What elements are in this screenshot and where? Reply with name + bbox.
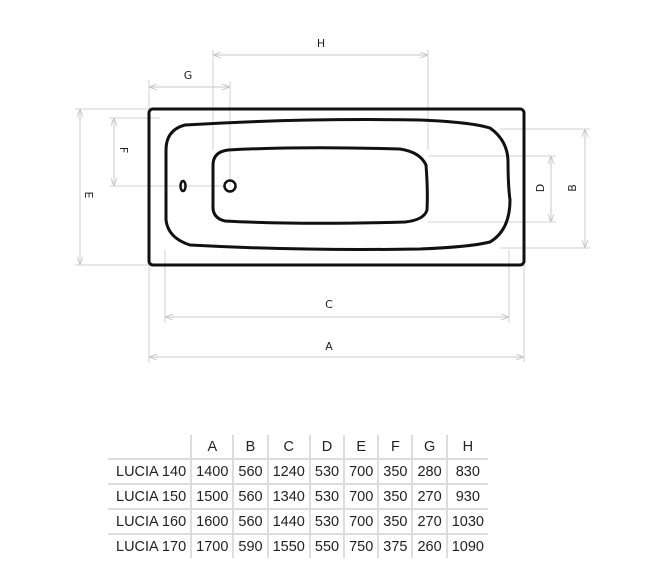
- header-cell: [108, 435, 192, 460]
- tub-outer-rim: [147, 107, 526, 267]
- table-cell: 530: [308, 484, 345, 510]
- table-cell: 530: [308, 459, 345, 485]
- label-b: B: [566, 184, 579, 192]
- model-name: LUCIA 160: [108, 509, 192, 535]
- table-cell: 350: [377, 509, 413, 535]
- table-cell: 700: [343, 484, 379, 510]
- model-name: LUCIA 140: [108, 459, 192, 485]
- extension-lines: [75, 50, 590, 362]
- table-row: LUCIA 150 1500 560 1340 530 700 350 270 …: [108, 484, 488, 510]
- table-cell: 280: [411, 459, 447, 485]
- table-cell: 560: [232, 509, 268, 535]
- table-cell: 270: [411, 509, 447, 535]
- header-cell: F: [377, 435, 413, 460]
- table-cell: 930: [445, 484, 488, 510]
- tub-basin: [211, 146, 429, 225]
- drain-hole: [223, 179, 237, 193]
- table-cell: 830: [445, 459, 488, 485]
- header-cell: C: [266, 435, 310, 460]
- table-row: LUCIA 160 1600 560 1440 530 700 350 270 …: [108, 509, 488, 535]
- table-header-row: A B C D E F G H: [108, 435, 488, 460]
- table-cell: 375: [377, 534, 413, 558]
- label-f: F: [117, 147, 130, 153]
- label-c: C: [325, 298, 333, 311]
- table-cell: 1340: [266, 484, 310, 510]
- table-cell: 530: [308, 509, 345, 535]
- table-cell: 1440: [266, 509, 310, 535]
- table-cell: 1550: [266, 534, 310, 558]
- table-cell: 590: [232, 534, 268, 558]
- table-cell: 1240: [266, 459, 310, 485]
- table-cell: 700: [343, 459, 379, 485]
- table-cell: 560: [232, 459, 268, 485]
- table-cell: 550: [308, 534, 345, 558]
- label-e: E: [82, 192, 95, 199]
- model-name: LUCIA 150: [108, 484, 192, 510]
- label-d: D: [534, 184, 547, 192]
- table-cell: 700: [343, 509, 379, 535]
- model-name: LUCIA 170: [116, 538, 187, 555]
- table-cell: 350: [377, 484, 413, 510]
- header-cell: D: [308, 435, 345, 460]
- table-cell: 560: [232, 484, 268, 510]
- bathtub-drawing: H G E F D B C A: [75, 37, 590, 362]
- header-cell: H: [445, 435, 488, 460]
- table-row: LUCIA 140 1400 560 1240 530 700 350 280 …: [108, 459, 488, 485]
- label-g: G: [184, 69, 193, 82]
- table-cell: 270: [411, 484, 447, 510]
- label-h: H: [317, 37, 325, 50]
- tub-inner-rim: [164, 118, 512, 251]
- header-cell: B: [232, 435, 268, 460]
- label-a: A: [325, 340, 333, 353]
- table-cell: 350: [377, 459, 413, 485]
- table-cell: 1700: [190, 534, 234, 558]
- table-cell: 750: [343, 534, 379, 558]
- table-cell: 1090: [445, 534, 488, 558]
- table-row: LUCIA 170 1700 590 1550 550 750 375 260 …: [108, 534, 488, 558]
- table-cell: 1600: [190, 509, 234, 535]
- table-cell: 1400: [190, 459, 234, 485]
- header-cell: A: [190, 435, 234, 460]
- header-cell: G: [411, 435, 447, 460]
- table-cell: 1500: [190, 484, 234, 510]
- overflow-hole: [179, 179, 187, 193]
- table-cell: 260: [411, 534, 447, 558]
- dimensions-table: A B C D E F G H LUCIA 140 1400 560 1240 …: [108, 435, 488, 558]
- header-cell: E: [343, 435, 379, 460]
- table-cell: 1030: [445, 509, 488, 535]
